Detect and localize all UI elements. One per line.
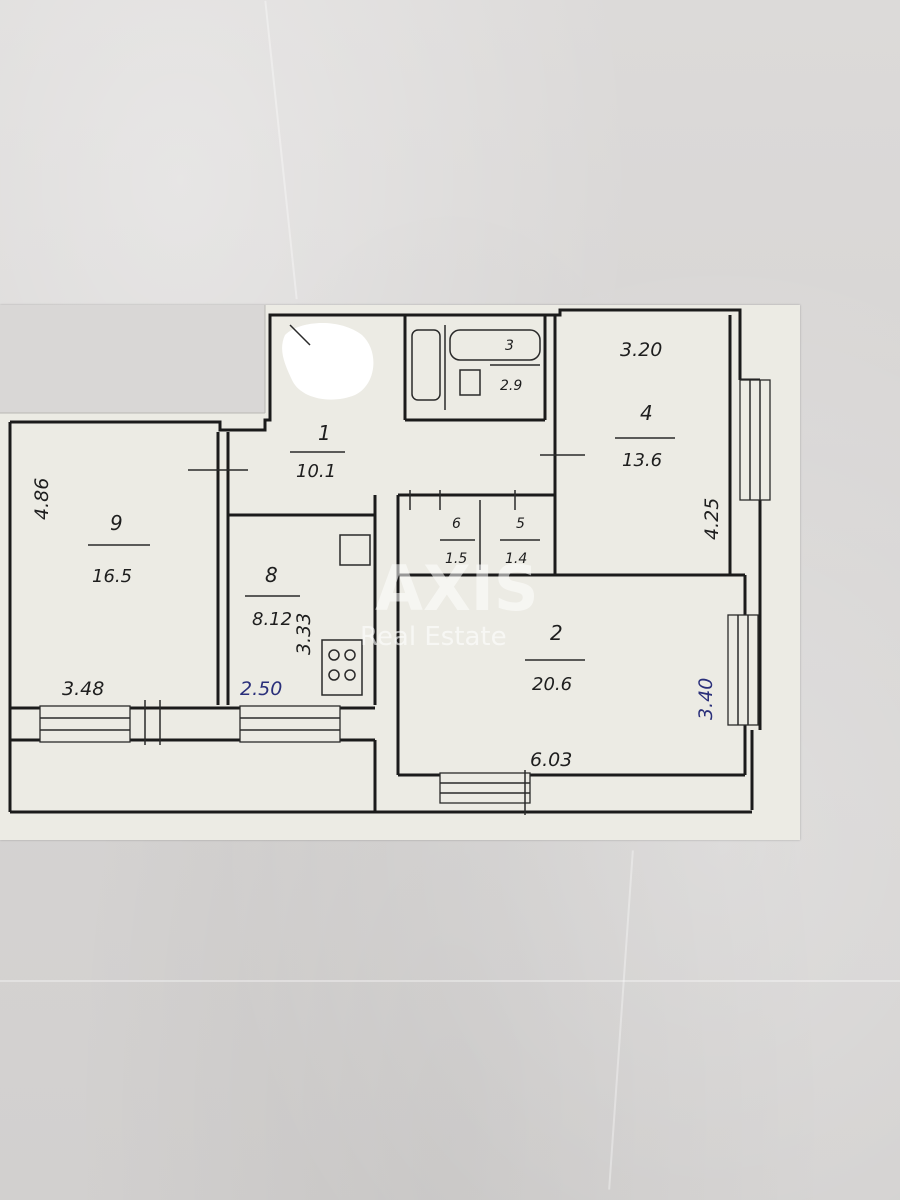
room-6-area: 1.5 <box>445 551 467 567</box>
room-9-height-dimension: 4.86 <box>31 478 53 520</box>
room-8-height-dimension: 3.33 <box>293 613 315 655</box>
room-6-number: 6 <box>452 516 461 532</box>
paper-crease <box>0 980 900 982</box>
sheet-notch <box>0 305 265 413</box>
room-9-width-dimension: 3.48 <box>62 678 104 700</box>
redaction-mark <box>282 322 374 400</box>
stove <box>321 534 371 696</box>
room-4-number: 4 <box>640 401 653 425</box>
room-1-number: 1 <box>318 421 331 445</box>
interior-walls <box>216 315 747 812</box>
room-2-width-dimension: 6.03 <box>530 749 572 771</box>
room-3-area: 2.9 <box>500 378 522 394</box>
room-5-area: 1.4 <box>505 551 527 567</box>
room-1-area: 10.1 <box>296 461 336 482</box>
room-9-area: 16.5 <box>92 566 132 587</box>
room-4-area: 13.6 <box>622 450 662 471</box>
watermark-tagline: Real Estate <box>360 622 507 652</box>
door-marks <box>144 454 585 815</box>
windows <box>39 379 771 804</box>
room-9-number: 9 <box>110 511 123 535</box>
room-2-number: 2 <box>550 621 563 645</box>
outer-walls <box>8 308 762 814</box>
watermark-brand: AXIS <box>375 552 539 625</box>
room-8-area: 8.12 <box>252 609 292 630</box>
room-5-number: 5 <box>516 516 525 532</box>
bath-fixtures <box>411 329 541 401</box>
room-8-number: 8 <box>265 563 278 587</box>
room-4-height-dimension: 4.25 <box>701 498 723 540</box>
room-2-area: 20.6 <box>532 674 572 695</box>
room-2-height-dimension: 3.40 <box>695 678 717 720</box>
room-8-width-dimension: 2.50 <box>240 678 282 700</box>
room-3-number: 3 <box>505 338 514 354</box>
room-4-width-dimension: 3.20 <box>620 339 662 361</box>
